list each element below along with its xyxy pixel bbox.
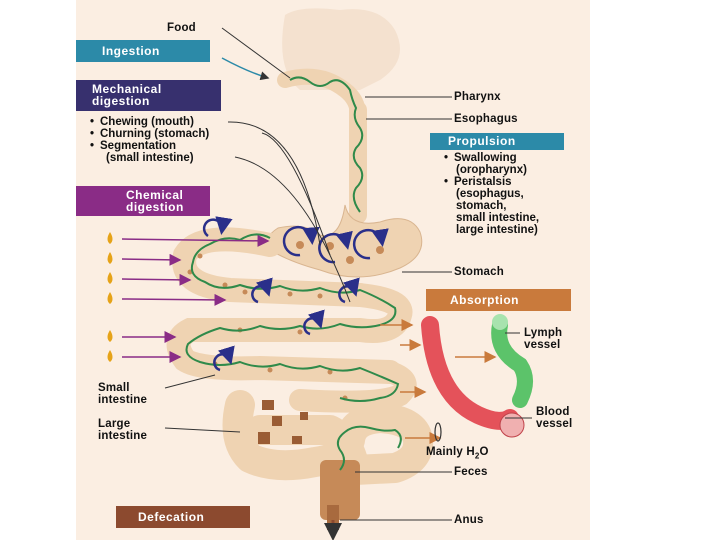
defecation-box: Defecation bbox=[116, 506, 250, 528]
list-item: stomach, bbox=[456, 200, 507, 212]
label-water: Mainly H2O bbox=[426, 446, 489, 461]
feces-dots bbox=[258, 400, 308, 444]
list-item: •Peristalsis bbox=[444, 176, 512, 188]
label-anus: Anus bbox=[454, 514, 484, 526]
list-item: large intestine) bbox=[456, 224, 538, 236]
label-food: Food bbox=[167, 22, 196, 34]
mechanical-digestion-box: Mechanical digestion bbox=[76, 80, 221, 111]
small-intestine-coil-2 bbox=[166, 283, 413, 384]
list-item: (oropharynx) bbox=[456, 164, 527, 176]
chemical-digestion-box: Chemical digestion bbox=[76, 186, 210, 216]
propulsion-list: •Swallowing (oropharynx) •Peristalsis (e… bbox=[444, 152, 539, 236]
leader-lines bbox=[164, 27, 532, 521]
propulsion-box: Propulsion bbox=[430, 133, 564, 150]
list-item: (small intestine) bbox=[106, 152, 194, 164]
large-intestine-shape bbox=[222, 390, 434, 485]
water-absorption-marker bbox=[434, 422, 442, 442]
list-item: (esophagus, bbox=[456, 188, 524, 200]
label-large-intestine: Large intestine bbox=[98, 418, 148, 442]
label-small-intestine: Small intestine bbox=[98, 382, 148, 406]
label-pharynx: Pharynx bbox=[454, 91, 501, 103]
enzyme-drops bbox=[93, 196, 113, 362]
lymph-vessel-end bbox=[492, 314, 508, 330]
list-item: •Segmentation bbox=[90, 140, 177, 152]
peristalsis-wave-esophagus bbox=[289, 76, 364, 213]
enzyme-arrows bbox=[121, 234, 270, 363]
ingestion-arrow bbox=[221, 57, 270, 81]
small-intestine-coil-1 bbox=[172, 227, 372, 307]
label-esophagus: Esophagus bbox=[454, 113, 518, 125]
blood-vessel-end bbox=[499, 412, 525, 438]
list-item: •Chewing (mouth) bbox=[90, 116, 194, 128]
pharynx-tube bbox=[277, 68, 366, 123]
mechanical-digestion-list: •Chewing (mouth) •Churning (stomach) •Se… bbox=[90, 116, 209, 164]
label-stomach: Stomach bbox=[454, 266, 504, 278]
list-item: •Swallowing bbox=[444, 152, 517, 164]
label-feces: Feces bbox=[454, 466, 488, 478]
small-intestine-coil-3 bbox=[289, 361, 417, 413]
lymph-vessel bbox=[491, 317, 533, 408]
ingestion-box: Ingestion bbox=[76, 40, 210, 62]
peristalsis-wave-large-intestine bbox=[336, 425, 402, 471]
label-blood-vessel: Blood vessel bbox=[536, 406, 573, 430]
label-lymph-vessel: Lymph vessel bbox=[524, 327, 563, 351]
absorption-box: Absorption bbox=[426, 289, 571, 311]
list-item: •Churning (stomach) bbox=[90, 128, 210, 140]
list-item: small intestine, bbox=[456, 212, 540, 224]
absorption-arrows bbox=[380, 319, 442, 444]
